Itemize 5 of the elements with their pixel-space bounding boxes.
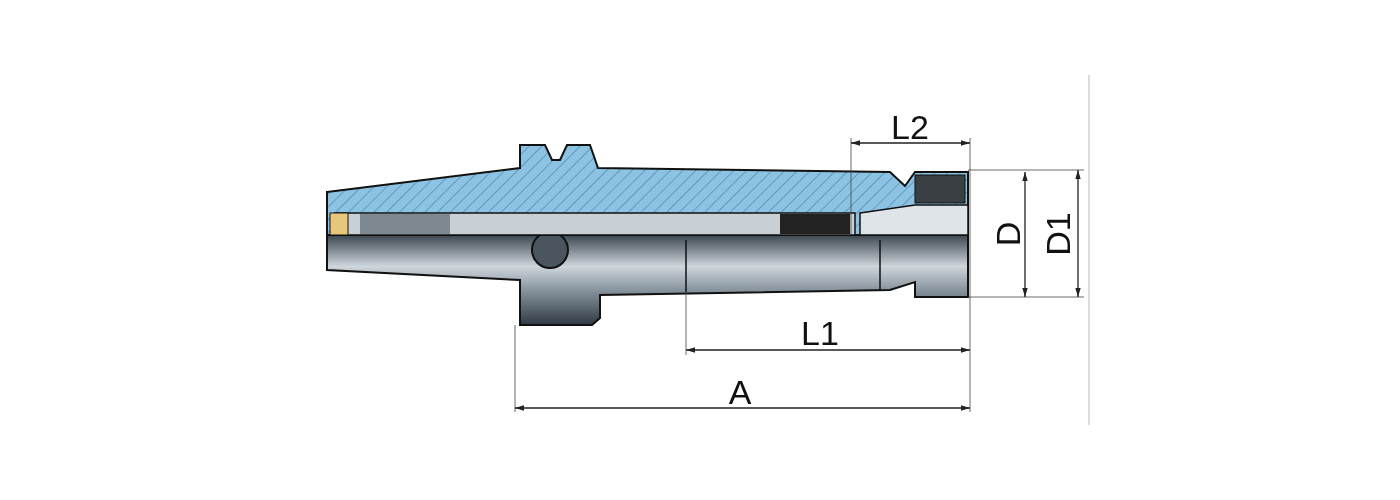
dimension-label: D1 xyxy=(1041,212,1075,256)
dimension-label: D xyxy=(991,221,1025,247)
dimension-label: L1 xyxy=(801,316,839,350)
dimension-label: A xyxy=(728,375,752,409)
dimension-label: L2 xyxy=(891,110,929,144)
